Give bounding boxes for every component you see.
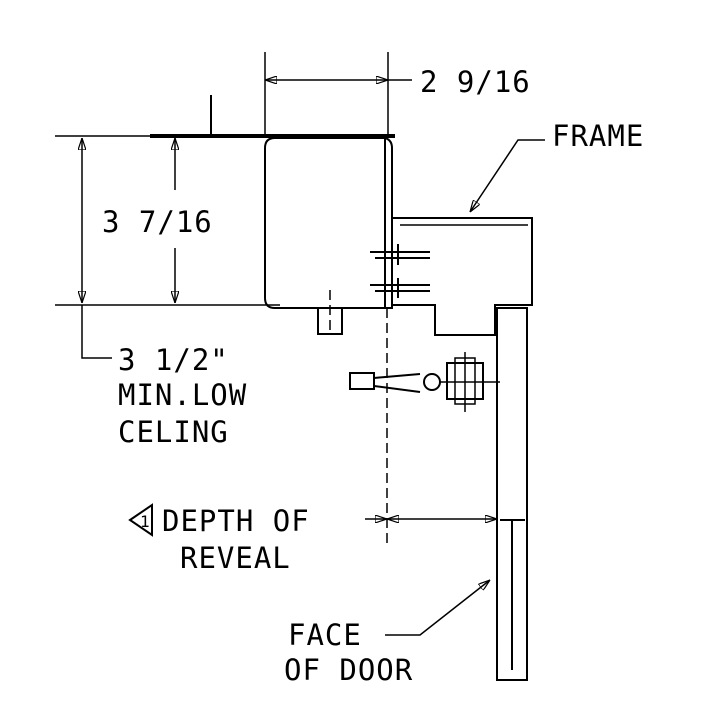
frame-profile	[392, 217, 533, 336]
min-low-line2: MIN.LOW	[118, 378, 247, 412]
min-low-line1: 3 1/2"	[118, 343, 229, 377]
frame-label: FRAME	[552, 119, 644, 153]
arm-bracket	[349, 352, 500, 412]
face-line2: OF DOOR	[284, 653, 413, 687]
depth-marker-number: 1	[140, 512, 151, 531]
face-line1: FACE	[288, 618, 362, 652]
depth-line2: REVEAL	[180, 541, 291, 575]
min-low-leader	[81, 305, 112, 359]
height-dimension	[82, 138, 175, 303]
door-section	[496, 307, 528, 681]
width-dimension	[264, 52, 412, 134]
ceiling-lines	[55, 95, 395, 306]
face-leader	[385, 580, 490, 636]
closer-body	[264, 137, 393, 335]
frame-leader	[470, 139, 545, 212]
depth-line1: DEPTH OF	[162, 504, 310, 538]
dim-height-label: 3 7/16	[102, 205, 213, 239]
dim-width-label: 2 9/16	[420, 65, 531, 99]
frame-screws	[370, 244, 430, 298]
depth-marker-icon	[128, 503, 153, 537]
min-low-line3: CELING	[118, 415, 229, 449]
